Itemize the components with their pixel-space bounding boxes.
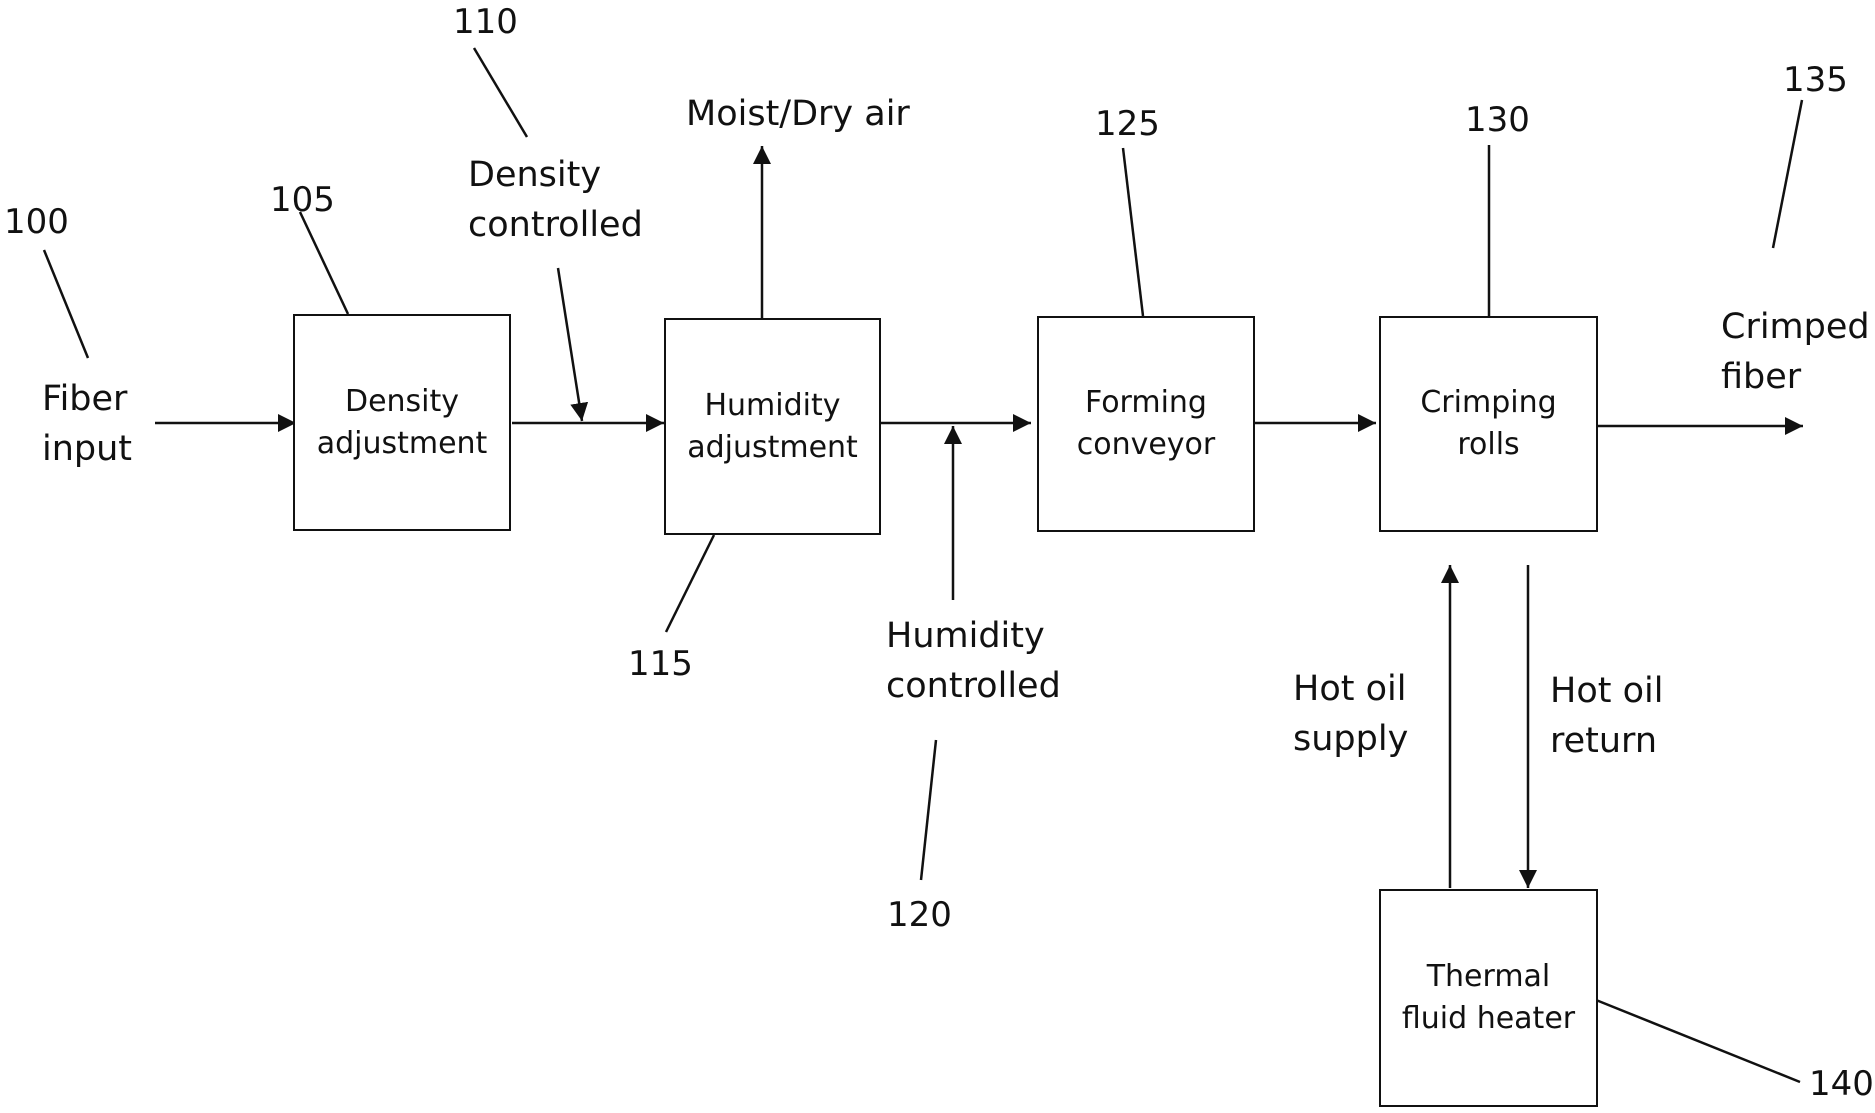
crimping-rolls-box: Crimping rolls [1379, 316, 1598, 532]
ref-120: 120 [887, 895, 952, 935]
arrow-density-controlled [558, 268, 582, 421]
humidity-controlled-label: Humidity controlled [886, 611, 1061, 711]
fiber-input-label: Fiber input [42, 374, 132, 474]
leader-100 [44, 250, 88, 358]
ref-110: 110 [453, 2, 518, 42]
density-controlled-label: Density controlled [468, 150, 643, 250]
leader-115 [666, 535, 714, 632]
label-line: Fiber [42, 374, 132, 424]
label-line: controlled [468, 200, 643, 250]
box-label-line: rolls [1457, 424, 1519, 466]
leader-105 [300, 212, 348, 314]
leader-120 [921, 740, 936, 880]
leader-125 [1123, 148, 1143, 316]
leader-110 [474, 48, 527, 137]
box-label-line: Crimping [1420, 382, 1556, 424]
box-label-line: Density [345, 381, 459, 423]
box-label-line: Thermal [1427, 956, 1551, 998]
ref-140: 140 [1809, 1064, 1874, 1104]
box-label-line: Forming [1085, 382, 1207, 424]
moist-dry-air-label: Moist/Dry air [686, 89, 910, 139]
label-line: fiber [1721, 352, 1870, 402]
box-label-line: Humidity [704, 385, 840, 427]
box-label-line: fluid heater [1402, 998, 1575, 1040]
thermal-fluid-heater-box: Thermal fluid heater [1379, 889, 1598, 1107]
label-line: input [42, 424, 132, 474]
label-line: supply [1293, 714, 1408, 764]
box-label-line: conveyor [1077, 424, 1216, 466]
ref-135: 135 [1783, 60, 1848, 100]
box-label-line: adjustment [317, 423, 488, 465]
density-adjustment-box: Density adjustment [293, 314, 511, 531]
leader-140 [1596, 1000, 1800, 1082]
label-line: Hot oil [1550, 666, 1663, 716]
ref-100: 100 [4, 202, 69, 242]
ref-130: 130 [1465, 100, 1530, 140]
label-line: Humidity [886, 611, 1061, 661]
hot-oil-supply-label: Hot oil supply [1293, 664, 1408, 764]
label-line: return [1550, 716, 1663, 766]
label-line: controlled [886, 661, 1061, 711]
label-line: Density [468, 150, 643, 200]
crimped-fiber-label: Crimped fiber [1721, 302, 1870, 402]
ref-115: 115 [628, 644, 693, 684]
box-label-line: adjustment [687, 427, 858, 469]
leader-135 [1773, 100, 1802, 248]
ref-105: 105 [270, 180, 335, 220]
ref-125: 125 [1095, 104, 1160, 144]
label-line: Crimped [1721, 302, 1870, 352]
hot-oil-return-label: Hot oil return [1550, 666, 1663, 766]
label-line: Hot oil [1293, 664, 1408, 714]
forming-conveyor-box: Forming conveyor [1037, 316, 1255, 532]
humidity-adjustment-box: Humidity adjustment [664, 318, 881, 535]
